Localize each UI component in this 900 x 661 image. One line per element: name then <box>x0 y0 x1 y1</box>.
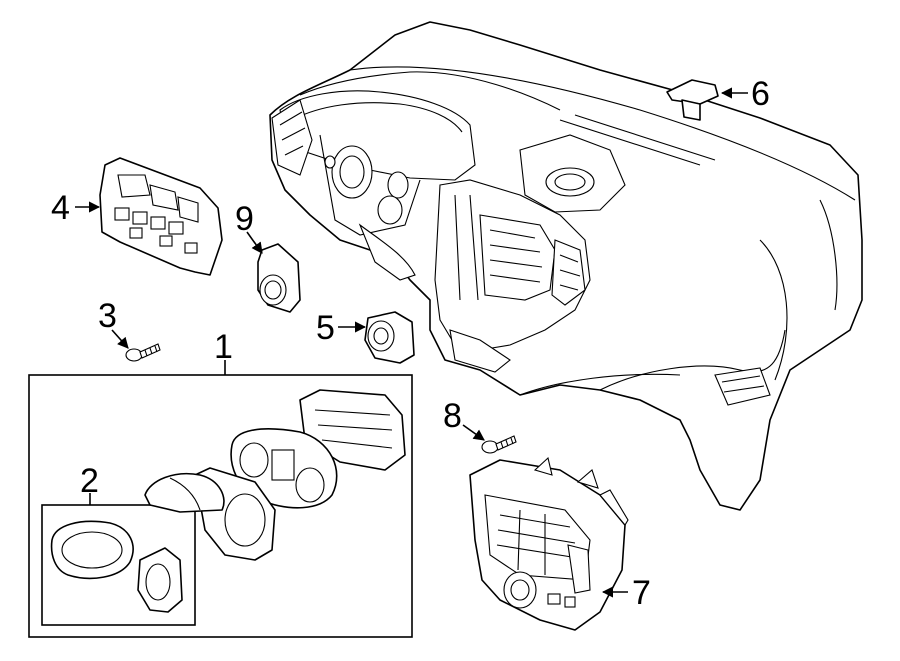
kit-box-2 <box>41 504 196 626</box>
callout-3: 3 <box>98 297 117 335</box>
part-6-cap <box>666 79 719 121</box>
part-9-start-switch <box>257 243 301 313</box>
leader-3 <box>111 329 129 349</box>
kit-box-1 <box>28 374 413 638</box>
instrument-cluster-assembly <box>144 389 406 561</box>
callout-2: 2 <box>80 462 99 500</box>
callout-5: 5 <box>316 309 335 347</box>
part-7-climate-control <box>469 456 629 631</box>
callout-4: 4 <box>51 189 70 227</box>
callout-9: 9 <box>235 200 254 238</box>
part-3-screw <box>125 343 161 362</box>
leader-9 <box>246 231 263 254</box>
part-4-switch-panel <box>99 157 223 276</box>
part-2-gauge-bezels <box>50 520 183 613</box>
part-8-screw <box>481 435 517 454</box>
callout-6: 6 <box>751 75 770 113</box>
callout-1: 1 <box>214 328 233 366</box>
callout-7: 7 <box>632 574 651 612</box>
callout-8: 8 <box>443 397 462 435</box>
leader-8 <box>462 424 485 441</box>
instrument-panel <box>269 21 863 511</box>
part-5-switch <box>364 311 415 364</box>
